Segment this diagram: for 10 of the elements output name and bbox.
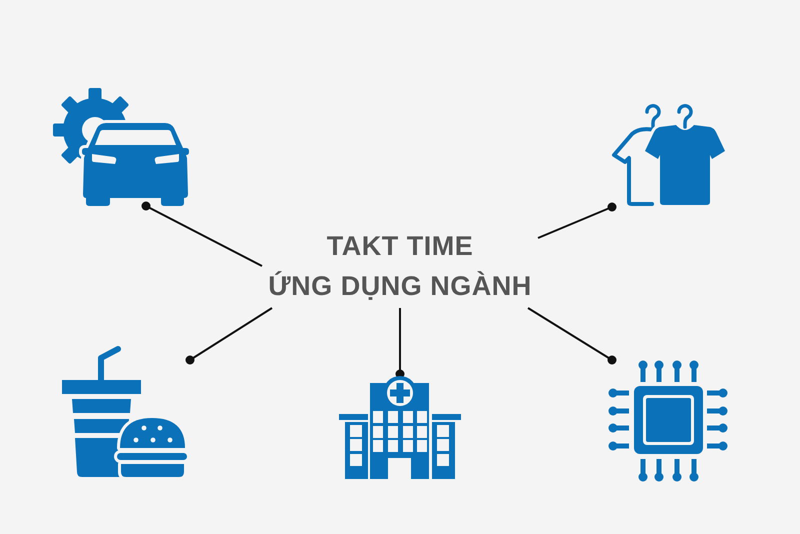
drink-and-burger-icon <box>60 344 190 480</box>
hospital-icon <box>338 374 462 480</box>
connector-line <box>538 202 616 239</box>
connector-line <box>527 307 616 364</box>
connector-line <box>186 307 273 364</box>
car-and-gear-icon <box>52 88 190 206</box>
microchip-icon <box>606 360 730 482</box>
connector-line <box>142 202 262 267</box>
connector-line <box>396 308 404 378</box>
central-topic-text: TAKT TIME ỨNG DỤNG NGÀNH <box>262 226 538 308</box>
